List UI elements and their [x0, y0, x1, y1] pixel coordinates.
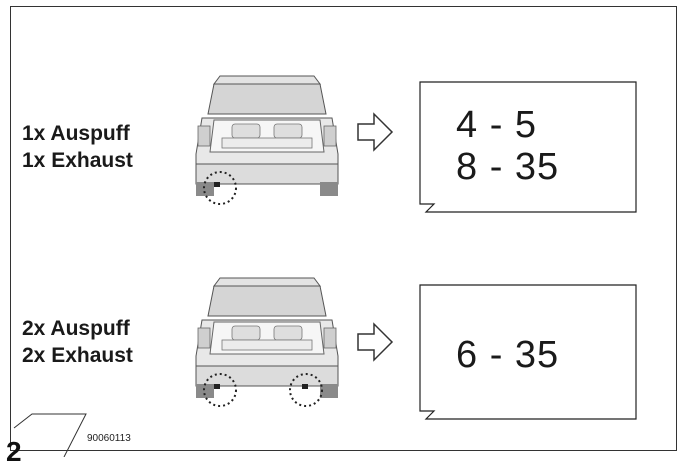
section-2-label: 2x Auspuff 2x Exhaust	[22, 315, 133, 369]
page-corner-marker	[12, 408, 92, 457]
car-rear-single-exhaust-icon	[192, 68, 342, 208]
range-value: 6 - 35	[456, 334, 559, 376]
arrow-right-icon	[356, 112, 394, 152]
page-number: 2	[6, 438, 22, 466]
range-list-1: 4 - 5 8 - 35	[456, 104, 559, 188]
car-rear-dual-exhaust-icon	[192, 270, 342, 410]
range-value: 4 - 5	[456, 104, 559, 146]
range-list-2: 6 - 35	[456, 334, 559, 376]
label-auspuff-2: 2x Auspuff	[22, 315, 133, 342]
document-code: 90060113	[87, 433, 131, 444]
label-exhaust-1: 1x Exhaust	[22, 147, 133, 174]
label-exhaust-2: 2x Exhaust	[22, 342, 133, 369]
label-auspuff-1: 1x Auspuff	[22, 120, 133, 147]
section-1-label: 1x Auspuff 1x Exhaust	[22, 120, 133, 174]
range-value: 8 - 35	[456, 146, 559, 188]
arrow-right-icon	[356, 322, 394, 362]
